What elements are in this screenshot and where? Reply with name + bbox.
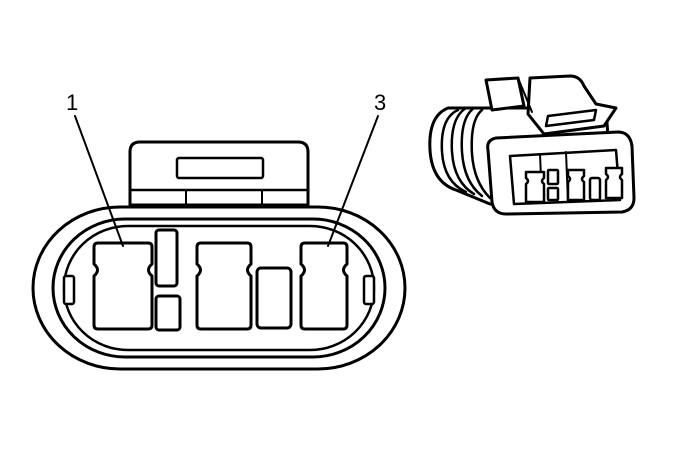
callout-label-3: 3 xyxy=(374,90,386,115)
iso-cavity-2 xyxy=(566,168,586,202)
auxiliary-cavity xyxy=(255,266,293,330)
iso-cavity-key xyxy=(546,168,560,186)
iso-cavity-aux xyxy=(588,176,602,202)
callout-leader-1 xyxy=(74,115,124,247)
iso-rib-2 xyxy=(450,106,476,196)
iso-front-face-inner xyxy=(508,148,622,206)
connector-front-view xyxy=(31,140,407,371)
callout-leader-3 xyxy=(327,115,379,247)
locking-tab-window xyxy=(175,156,265,180)
callout-terminal-1: 1 xyxy=(66,90,124,247)
iso-cavity-1 xyxy=(524,170,546,204)
iso-cavity-3 xyxy=(604,166,624,200)
iso-lever-window xyxy=(544,108,598,128)
iso-cavity-square xyxy=(546,186,560,202)
iso-rib-1 xyxy=(440,108,468,194)
terminal-cavity-2 xyxy=(195,241,253,331)
callout-terminal-3: 3 xyxy=(327,90,386,247)
iso-rib-4 xyxy=(470,108,492,200)
callout-label-1: 1 xyxy=(66,90,78,115)
alignment-cavity xyxy=(154,294,182,332)
iso-locking-lever xyxy=(526,74,618,136)
connector-isometric-view xyxy=(428,74,636,216)
terminal-cavity-3 xyxy=(299,241,349,331)
housing-inner-rim xyxy=(51,217,387,359)
iso-rib-3 xyxy=(460,106,484,198)
side-latch-left xyxy=(62,274,76,306)
side-latch-right xyxy=(362,274,376,306)
terminal-cavity-1 xyxy=(92,241,154,331)
iso-locking-tab xyxy=(484,76,526,112)
connector-face xyxy=(62,224,376,352)
polarization-key-slot xyxy=(154,228,179,288)
iso-tab-edge xyxy=(517,77,533,113)
